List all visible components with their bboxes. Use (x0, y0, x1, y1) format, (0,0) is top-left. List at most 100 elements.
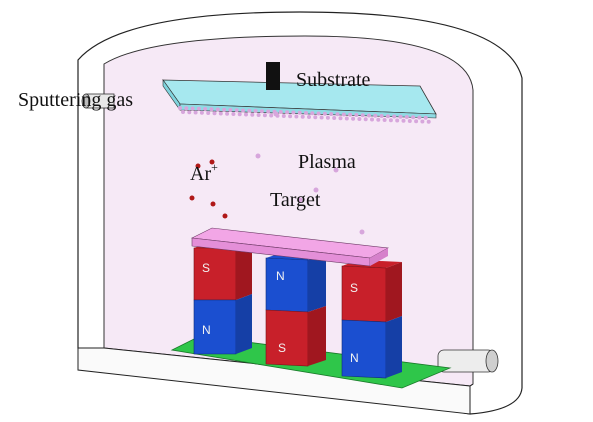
deposit-dot (281, 114, 286, 118)
deposit-dot (395, 118, 400, 123)
deposit-dot (319, 115, 324, 120)
deposit-dot (382, 118, 387, 122)
deposit-dot (259, 109, 264, 114)
substrate-plate (162, 79, 437, 119)
deposit-dot (370, 117, 374, 122)
magnet-middle (265, 252, 326, 367)
deposit-dot (241, 108, 245, 113)
chamber-rim (77, 347, 471, 415)
deposit-dot (379, 114, 384, 118)
deposit-dot (266, 109, 271, 114)
deposit-dot (291, 110, 296, 115)
deposit-dot (411, 115, 416, 120)
ion-symbol: Ar (190, 163, 211, 185)
deposit-dot (367, 113, 371, 118)
deposit-dot (294, 114, 299, 119)
chamber-rim-edge (469, 383, 474, 387)
deposit-dot (244, 112, 248, 117)
sputtering-gas-label: Sputtering gas (18, 89, 133, 111)
deposit-dot (310, 111, 315, 116)
gas-inlet-pipe (81, 93, 115, 109)
deposit-dot (190, 106, 195, 111)
deposit-dot (234, 108, 239, 113)
deposit-dot (256, 113, 261, 117)
deposit-dot (414, 119, 419, 124)
plasma-particle-dot (273, 111, 279, 117)
argon-ion-dot (210, 201, 216, 207)
plasma-particles (189, 111, 365, 235)
deposit-dot (203, 107, 208, 111)
ion-label: Ar+ (190, 160, 218, 185)
deposit-dot (184, 106, 189, 111)
deposit-dot (373, 113, 378, 118)
deposit-dot (420, 119, 425, 124)
deposit-dot (363, 117, 368, 122)
argon-ion-dot (195, 163, 201, 169)
gas-outlet-pipe (437, 349, 499, 373)
deposit-dot (376, 117, 381, 122)
plasma-particle-dot (359, 229, 365, 235)
deposit-dot (417, 115, 422, 120)
deposit-dot (401, 118, 406, 123)
deposit-dot (385, 114, 390, 119)
substrate-label: Substrate (296, 69, 371, 91)
deposit-dot (300, 114, 305, 119)
deposit-dot (181, 110, 185, 114)
deposit-dot (407, 119, 412, 123)
deposit-dot (344, 116, 349, 121)
argon-ion-dot (222, 213, 228, 219)
ion-charge: + (211, 160, 218, 174)
deposit-dot (335, 112, 340, 117)
deposit-dot (231, 112, 236, 116)
deposit-dot (388, 118, 393, 123)
argon-ion-dot (189, 195, 195, 201)
magnet-middle-top-pole: N (276, 269, 285, 283)
deposit-dot (341, 112, 346, 117)
magnet-right-bottom-pole: N (350, 351, 359, 365)
deposit-dot (322, 111, 327, 116)
deposit-dot (313, 115, 318, 120)
deposit-dot (278, 110, 283, 114)
deposit-dot (288, 114, 293, 119)
deposit-dot (228, 108, 233, 112)
deposit-dot (423, 115, 428, 120)
deposit-dot (304, 111, 308, 115)
deposit-dot (426, 119, 431, 124)
deposit-dot (222, 107, 227, 112)
deposit-dot (193, 110, 198, 115)
deposit-dot (187, 110, 192, 115)
deposit-dot (218, 111, 223, 116)
deposit-dot (196, 106, 201, 111)
magnet-left-bottom-pole: N (202, 323, 211, 337)
magnet-right (341, 260, 402, 379)
deposit-dot (329, 112, 334, 116)
deposit-dot (392, 114, 397, 119)
plasma-particle-dot (297, 197, 303, 203)
deposit-dot (237, 112, 242, 117)
deposit-dot (348, 112, 353, 117)
deposit-dot (225, 111, 230, 116)
argon-ion-dot (209, 159, 215, 165)
deposit-dot (253, 109, 258, 113)
target-plate (190, 227, 389, 267)
deposit-dot (325, 115, 330, 120)
plasma-particle-dot (313, 187, 319, 193)
deposit-dot (212, 111, 217, 116)
magnet-left-top-pole: S (202, 261, 210, 275)
deposit-dot (199, 110, 204, 115)
deposit-dot (316, 111, 321, 116)
deposit-dot (209, 107, 214, 112)
deposit-dot (357, 117, 362, 121)
plasma-label: Plasma (298, 151, 356, 173)
deposit-dot (262, 113, 267, 118)
deposit-dot (338, 116, 343, 121)
deposit-dot (307, 115, 311, 119)
deposit-dot (247, 108, 252, 113)
deposit-dot (398, 114, 403, 119)
target-label: Target (270, 189, 321, 211)
magnet-left (193, 242, 252, 355)
deposit-dot (404, 115, 409, 119)
deposit-dot (297, 110, 302, 115)
deposit-dot (250, 112, 255, 117)
